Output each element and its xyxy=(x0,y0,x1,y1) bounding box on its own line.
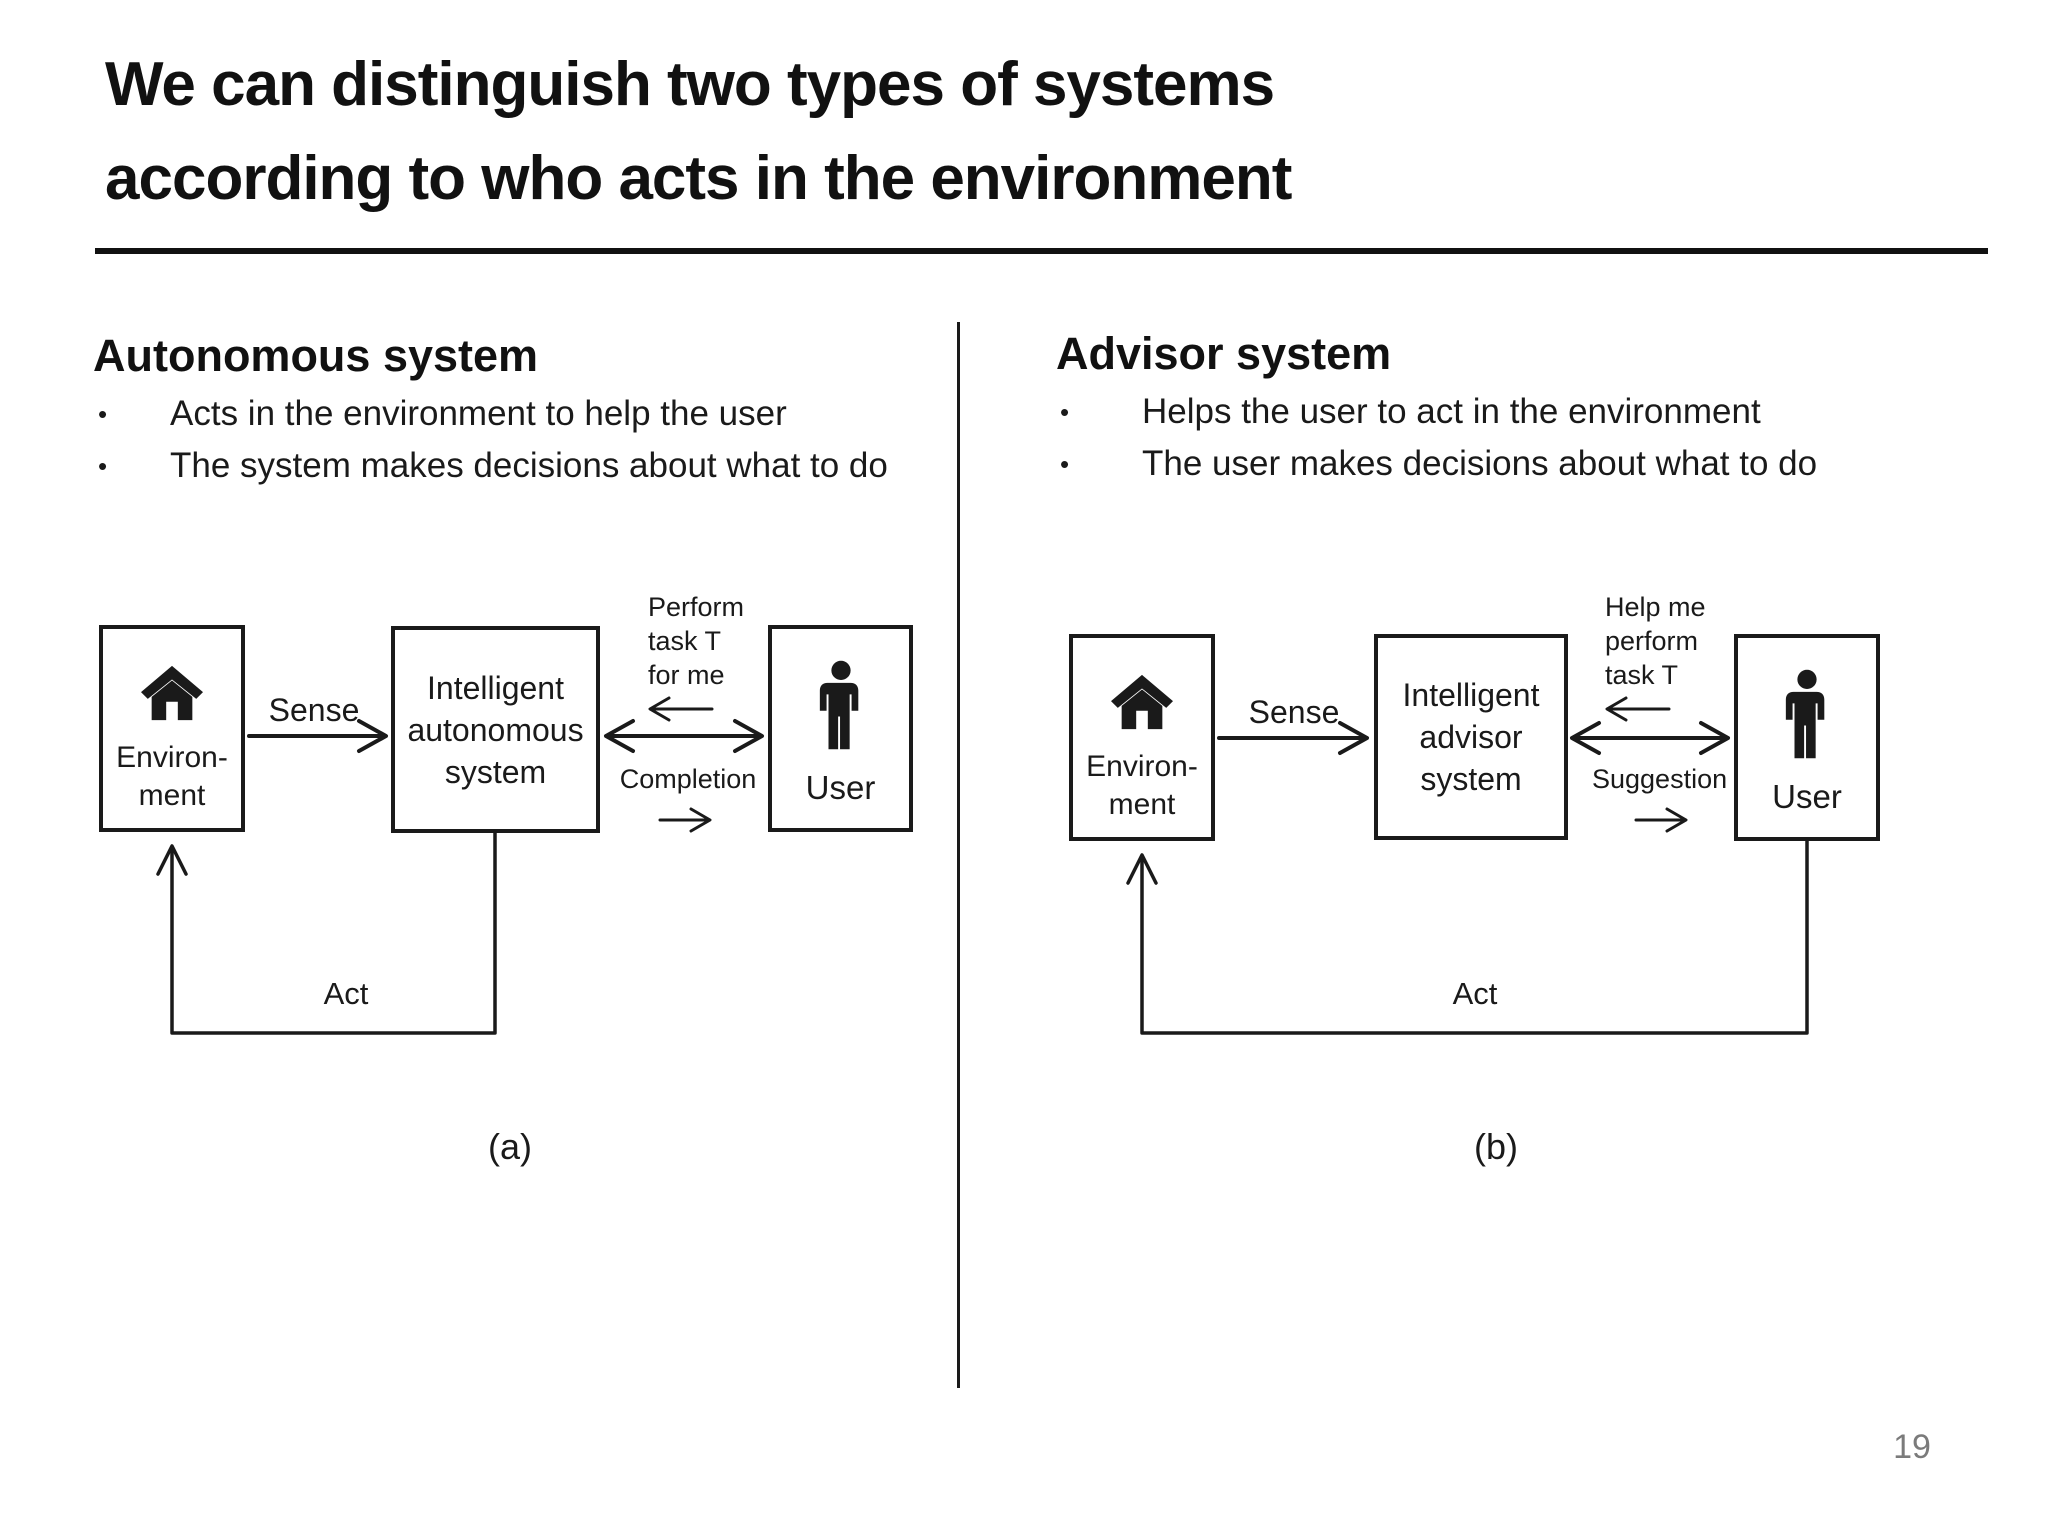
autonomous-bullet-2-text: The system makes decisions about what to… xyxy=(170,446,888,485)
response-arrow-b xyxy=(1634,807,1688,833)
user-label-a: User xyxy=(805,769,876,806)
bullet-icon: • xyxy=(1060,449,1070,479)
environment-label-line1: Environ- xyxy=(1086,750,1198,783)
response-label-a: Completion xyxy=(619,764,757,794)
house-icon xyxy=(141,665,203,721)
system-label-line2: autonomous xyxy=(407,711,584,748)
sense-label-a: Sense xyxy=(268,692,360,728)
advisor-bullet-2-text: The user makes decisions about what to d… xyxy=(1142,444,1818,483)
advisor-system-box: Intelligent advisor system xyxy=(1374,634,1568,840)
system-label-line1: Intelligent xyxy=(427,669,564,706)
caption-a: (a) xyxy=(488,1126,532,1167)
user-label-b: User xyxy=(1772,778,1842,815)
environment-label-line2: ment xyxy=(138,779,206,812)
response-arrow-a xyxy=(658,807,712,833)
environment-label-line2: ment xyxy=(1108,788,1176,821)
act-label-b: Act xyxy=(1452,976,1498,1011)
slide-title-line1: We can distinguish two types of systems xyxy=(105,50,1275,119)
environment-label: Environ- ment xyxy=(116,739,228,815)
environment-label: Environ- ment xyxy=(1086,748,1198,824)
request-label-b-line3: task T xyxy=(1605,660,1679,690)
response-label-b: Suggestion xyxy=(1592,764,1728,794)
system-user-arrow-a xyxy=(604,719,764,753)
request-label-b-line1: Help me xyxy=(1605,592,1706,622)
autonomous-bullet-1: • Acts in the environment to help the us… xyxy=(98,392,787,436)
user-box-a: User xyxy=(768,625,913,832)
system-label-line2: advisor xyxy=(1419,719,1523,755)
advisor-bullet-2: • The user makes decisions about what to… xyxy=(1060,442,1817,486)
request-label-b-line2: perform xyxy=(1605,626,1699,656)
person-icon xyxy=(1785,669,1825,759)
act-loop-a xyxy=(156,831,497,1035)
system-label-line1: Intelligent xyxy=(1402,677,1540,713)
autonomous-heading: Autonomous system xyxy=(93,330,539,381)
house-icon xyxy=(1111,674,1173,730)
slide-title: We can distinguish two types of systems … xyxy=(105,38,1805,226)
request-arrow-b xyxy=(1605,696,1671,722)
advisor-system-label: Intelligent advisor system xyxy=(1403,674,1540,800)
system-label-line3: system xyxy=(1420,761,1522,797)
page-number: 19 xyxy=(1893,1428,1931,1466)
request-label-b: Help me perform task T xyxy=(1605,590,1706,692)
request-label-a-line2: task T xyxy=(648,626,722,656)
caption-b: (b) xyxy=(1474,1126,1518,1167)
request-label-a: Perform task T for me xyxy=(648,590,744,692)
request-label-a-line1: Perform xyxy=(648,592,745,622)
environment-box-b: Environ- ment xyxy=(1069,634,1215,841)
autonomous-bullet-1-text: Acts in the environment to help the user xyxy=(170,394,787,433)
environment-box-a: Environ- ment xyxy=(99,625,245,832)
bullet-icon: • xyxy=(98,399,108,429)
system-label-line3: system xyxy=(444,753,547,790)
environment-label-line1: Environ- xyxy=(116,741,228,774)
title-underline xyxy=(95,248,1988,254)
person-icon xyxy=(819,660,858,750)
sense-label-b: Sense xyxy=(1248,694,1340,730)
autonomous-system-box: Intelligent autonomous system xyxy=(391,626,600,833)
column-divider xyxy=(957,322,960,1388)
user-box-b: User xyxy=(1734,634,1880,841)
system-user-arrow-b xyxy=(1570,721,1730,755)
autonomous-system-label: Intelligent autonomous system xyxy=(407,667,583,793)
autonomous-bullet-2: • The system makes decisions about what … xyxy=(98,444,888,488)
advisor-bullet-1-text: Helps the user to act in the environment xyxy=(1142,392,1761,431)
act-loop-b xyxy=(1126,839,1809,1035)
sense-arrow-a xyxy=(247,719,388,753)
request-label-a-line3: for me xyxy=(648,660,725,690)
request-arrow-a xyxy=(648,696,714,722)
bullet-icon: • xyxy=(1060,397,1070,427)
slide-title-line2: according to who acts in the environment xyxy=(105,144,1292,213)
sense-arrow-b xyxy=(1217,721,1369,755)
advisor-bullet-1: • Helps the user to act in the environme… xyxy=(1060,390,1761,434)
bullet-icon: • xyxy=(98,451,108,481)
act-label-a: Act xyxy=(323,976,369,1011)
advisor-heading: Advisor system xyxy=(1056,328,1392,379)
